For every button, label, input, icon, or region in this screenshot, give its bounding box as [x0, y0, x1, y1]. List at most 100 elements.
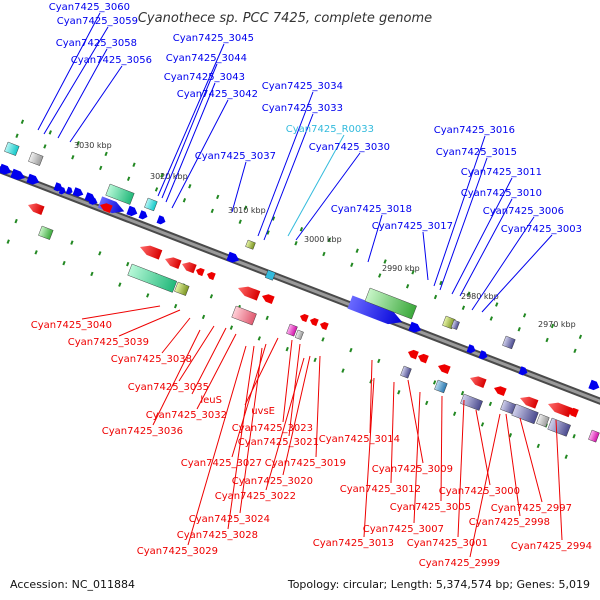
- tick-mark: [182, 198, 187, 203]
- gene-box: [502, 335, 516, 350]
- leader-line: [407, 379, 424, 464]
- forward-gene-label: Cyan7425_3003: [501, 224, 582, 235]
- gene-box: [511, 403, 539, 425]
- leader-line: [178, 325, 215, 382]
- forward-gene-arrow: [88, 196, 98, 205]
- gene-box: [286, 323, 298, 337]
- reverse-gene-arrow: [568, 407, 579, 418]
- tick-mark: [383, 259, 387, 264]
- scale-label: 3010 kbp: [228, 206, 266, 215]
- reverse-gene-arrow: [520, 396, 539, 409]
- reverse-gene-label: Cyan7425_3036: [102, 426, 183, 437]
- forward-gene-arrow: [138, 210, 148, 220]
- tick-mark: [578, 334, 583, 340]
- accession-text: Accession: NC_011884: [10, 578, 135, 591]
- forward-gene-arrow: [0, 163, 12, 175]
- gene-box: [245, 239, 256, 250]
- reverse-gene-arrow: [28, 203, 45, 215]
- forward-gene-arrow: [347, 295, 403, 325]
- tick-mark: [209, 294, 214, 299]
- tick-mark: [265, 315, 269, 321]
- gene-box: [460, 393, 483, 411]
- forward-gene-label: Cyan7425_3044: [166, 53, 247, 64]
- gene-box: [4, 141, 20, 156]
- tick-mark: [238, 219, 242, 224]
- tick-mark: [550, 323, 555, 329]
- forward-gene-arrow: [226, 251, 240, 263]
- reverse-gene-label: Cyan7425_3014: [319, 434, 400, 445]
- reverse-gene-label: Cyan7425_3040: [31, 320, 112, 331]
- tick-mark: [14, 218, 18, 224]
- leader-line: [161, 63, 218, 199]
- leader-line: [81, 305, 161, 320]
- tick-mark: [76, 141, 80, 146]
- tick-mark: [545, 337, 549, 343]
- tick-mark: [313, 357, 317, 363]
- reverse-gene-label: Cyan7425_2994: [511, 541, 592, 552]
- leader-line: [451, 177, 513, 295]
- gene-box: [536, 413, 550, 428]
- tick-mark: [461, 305, 466, 310]
- leader-line: [363, 377, 375, 538]
- forward-gene-arrow: [466, 344, 476, 354]
- leader-line: [239, 347, 263, 514]
- gene-box: [400, 365, 412, 379]
- leader-line: [171, 99, 229, 209]
- forward-gene-arrow: [588, 379, 600, 391]
- forward-gene-label: Cyan7425_3033: [262, 103, 343, 114]
- forward-gene-arrow: [408, 321, 422, 333]
- leader-line: [481, 234, 553, 313]
- tick-mark: [432, 380, 437, 385]
- leader-line: [257, 91, 314, 237]
- reverse-gene-arrow: [182, 262, 197, 274]
- gene-labels: Cyan7425_3060Cyan7425_3059Cyan7425_3058C…: [31, 2, 592, 569]
- tick-mark: [397, 390, 401, 395]
- tick-mark: [433, 294, 438, 300]
- tick-mark: [467, 291, 471, 296]
- tick-mark: [15, 133, 19, 138]
- leader-line: [69, 65, 123, 143]
- tick-mark: [411, 270, 415, 275]
- reverse-gene-label: Cyan7425_3035: [128, 382, 209, 393]
- tick-mark: [43, 144, 47, 149]
- leader-line: [439, 157, 488, 291]
- tick-mark: [188, 184, 192, 189]
- leader-line: [265, 357, 305, 491]
- genome-summary-text: Topology: circular; Length: 5,374,574 bp…: [287, 578, 590, 591]
- tick-mark: [70, 240, 74, 245]
- leader-line: [196, 333, 237, 410]
- tick-mark: [564, 454, 568, 459]
- reverse-gene-label: leuS: [200, 395, 222, 406]
- leader-line: [37, 12, 101, 131]
- forward-gene-label: Cyan7425_3016: [434, 125, 515, 136]
- tick-mark: [71, 155, 75, 160]
- forward-gene-arrow: [53, 182, 63, 192]
- tick-mark: [341, 368, 345, 373]
- tick-mark: [439, 280, 443, 286]
- tick-mark: [201, 314, 206, 320]
- tick-mark: [350, 262, 354, 267]
- forward-gene-arrow: [478, 350, 488, 360]
- tick-mark: [508, 433, 513, 438]
- leader-line: [457, 399, 465, 538]
- reverse-gene-label: Cyan7425_2997: [491, 503, 572, 514]
- reverse-gene-label: Cyan7425_3021: [238, 437, 319, 448]
- leader-line: [471, 216, 535, 311]
- leader-line: [422, 231, 429, 281]
- tick-mark: [321, 337, 325, 342]
- tick-mark: [34, 250, 38, 255]
- tick-mark: [266, 230, 270, 235]
- forward-gene-label: Cyan7425_3006: [483, 206, 564, 217]
- leader-line: [231, 161, 247, 213]
- reverse-gene-label: Cyan7425_2998: [469, 517, 550, 528]
- tick-mark: [522, 313, 527, 318]
- forward-gene-label: Cyan7425_R0033: [286, 124, 374, 135]
- tick-mark: [210, 208, 214, 214]
- reverse-gene-arrow: [320, 322, 329, 331]
- tick-mark: [20, 119, 25, 124]
- leader-line: [315, 355, 321, 458]
- reverse-gene-arrow: [196, 268, 205, 277]
- leader-line: [295, 152, 361, 241]
